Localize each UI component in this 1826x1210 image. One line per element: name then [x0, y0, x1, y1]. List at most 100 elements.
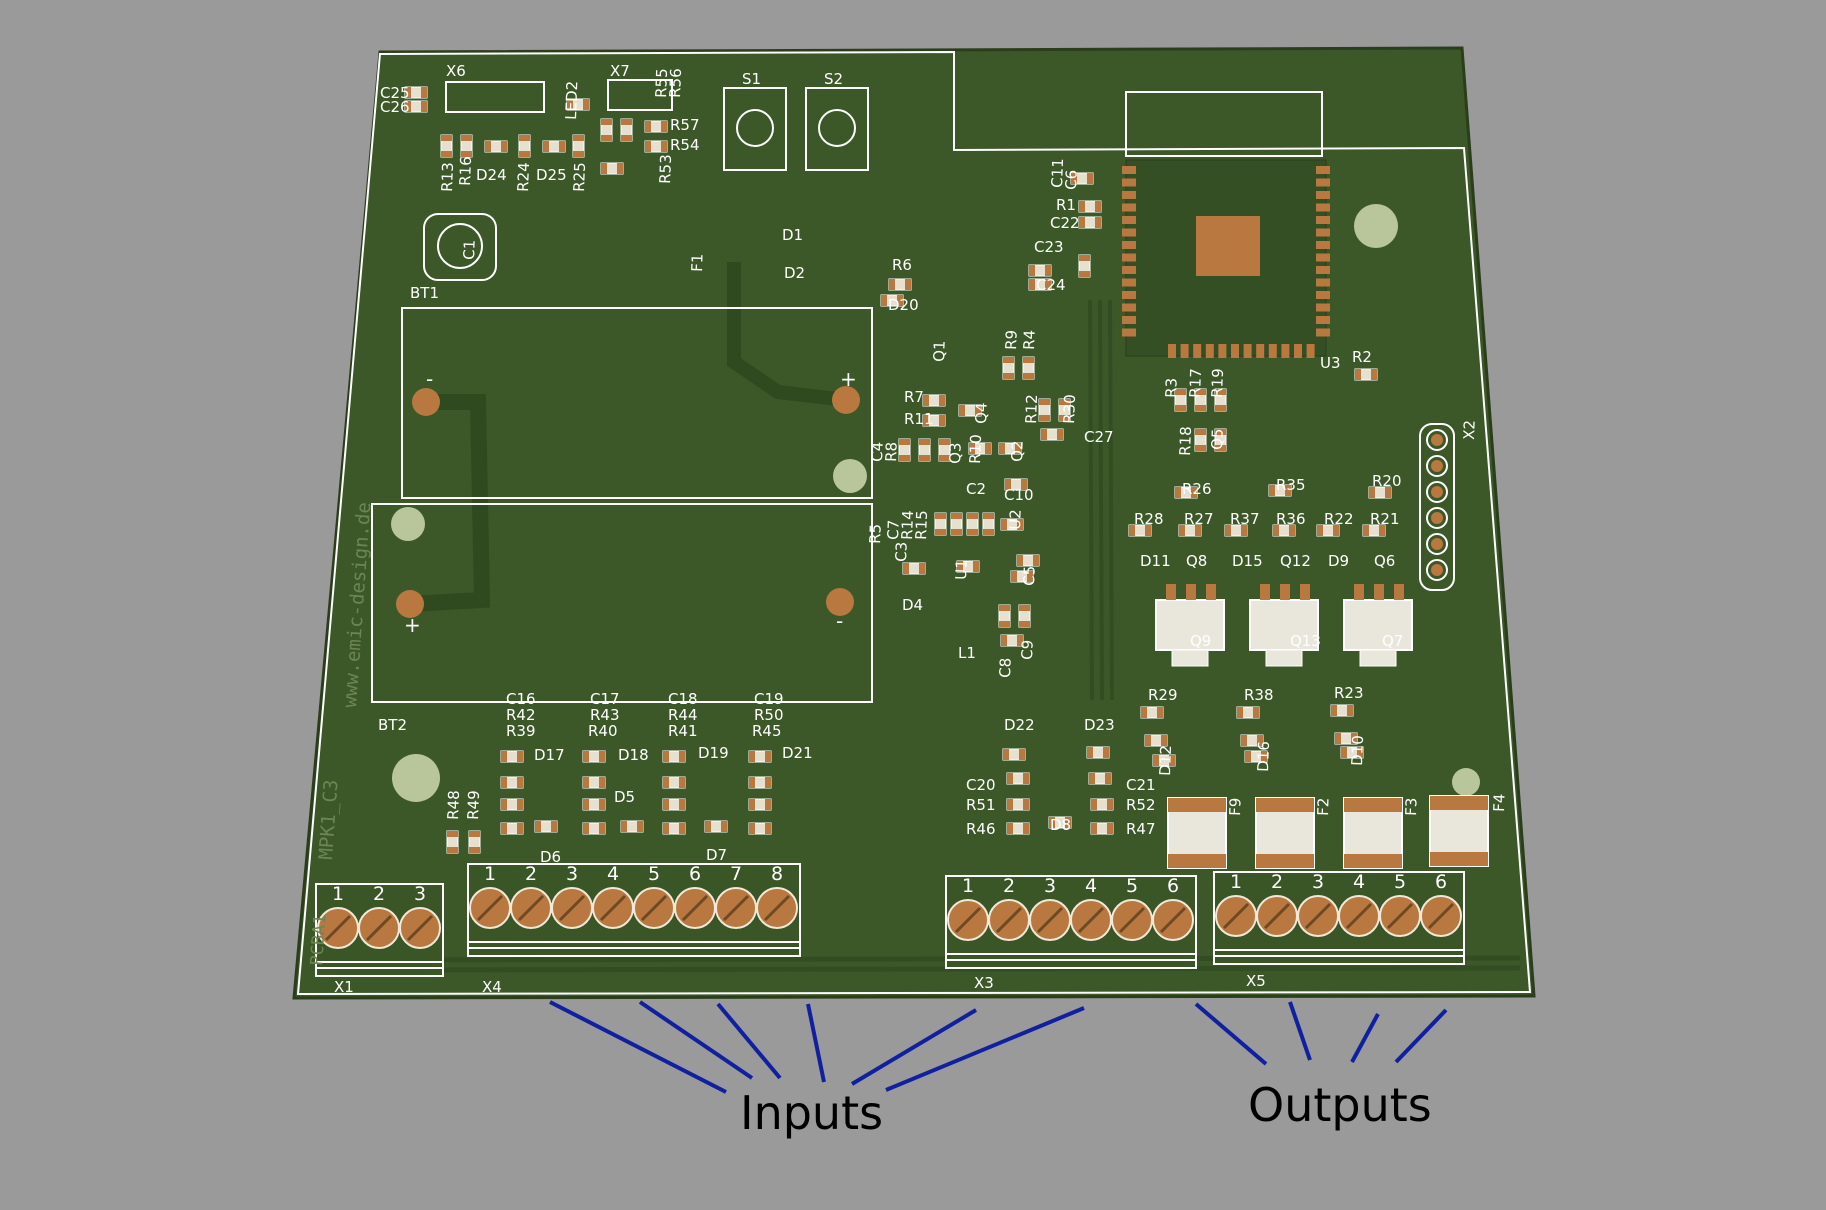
component-label: X7 — [610, 62, 630, 80]
mounting-hole — [392, 754, 440, 802]
battery-polarity-mark: + — [840, 367, 857, 391]
component-label: D20 — [888, 296, 919, 314]
smd-component — [922, 394, 946, 407]
component-label: C2 — [966, 480, 986, 498]
component-label: Q9 — [1190, 632, 1211, 650]
fuse — [1343, 797, 1403, 869]
antenna-keepout — [1125, 91, 1323, 157]
component-label: R53 — [656, 154, 675, 184]
smd-component — [1368, 486, 1392, 499]
smd-component — [1000, 518, 1024, 531]
component-label: R13 — [438, 162, 457, 192]
smd-component — [566, 98, 590, 111]
component-label: R9 — [1002, 330, 1021, 351]
component-label: R45 — [752, 722, 782, 740]
component-label: R20 — [1372, 472, 1402, 490]
outputs-callout-lines — [1194, 1001, 1448, 1066]
smd-component — [880, 294, 904, 307]
smd-component — [1018, 604, 1031, 628]
mosfet — [1155, 584, 1225, 667]
smd-component — [968, 442, 992, 455]
component-label: C5 — [1020, 565, 1039, 586]
component-label: R36 — [1276, 510, 1306, 528]
component-label: R54 — [670, 136, 700, 154]
component-label: R19 — [1208, 368, 1227, 398]
component-label: D2 — [784, 264, 805, 282]
smd-component — [404, 100, 428, 113]
component-label: R21 — [1370, 510, 1400, 528]
mosfet — [1343, 584, 1413, 667]
component-label: R15 — [912, 510, 931, 540]
smd-component — [500, 776, 524, 789]
component-label: C18 — [668, 690, 698, 708]
smd-component — [1038, 398, 1051, 422]
component-label: R27 — [1184, 510, 1214, 528]
terminal-pin-number: 3 — [1312, 871, 1324, 893]
component-label: R22 — [1324, 510, 1354, 528]
component-label: R23 — [1334, 684, 1364, 702]
component-label: S2 — [824, 70, 843, 88]
terminal-pin-number: 2 — [373, 883, 385, 905]
board-outline-silk — [296, 50, 1532, 996]
smd-component — [1090, 798, 1114, 811]
component-label: R51 — [966, 796, 996, 814]
component-label: R49 — [464, 790, 483, 820]
component-label: D25 — [536, 166, 567, 184]
component-label: C4 — [868, 441, 887, 462]
smd-component — [1022, 356, 1035, 380]
component-label: U2 — [1006, 509, 1025, 530]
smd-component — [1078, 216, 1102, 229]
smd-component — [582, 822, 606, 835]
terminal-pin-number: 5 — [1394, 871, 1406, 893]
smd-component — [748, 750, 772, 763]
mosfet — [1249, 584, 1319, 667]
component-label: C9 — [1018, 639, 1037, 660]
component-label: C23 — [1034, 238, 1064, 256]
terminal-pin-number: 4 — [1085, 875, 1097, 897]
smd-component — [1048, 816, 1072, 829]
component-label: R47 — [1126, 820, 1156, 838]
component-label: C20 — [966, 776, 996, 794]
smd-component — [644, 120, 668, 133]
component-label: LED2 — [562, 81, 581, 121]
smd-component — [1330, 704, 1354, 717]
component-label: R6 — [892, 256, 912, 274]
component-label: D1 — [782, 226, 803, 244]
component-label: R1 — [1056, 196, 1076, 214]
component-label: R2 — [1352, 348, 1372, 366]
trace — [409, 394, 491, 612]
terminal-pin-number: 3 — [414, 883, 426, 905]
component-label: BT2 — [378, 716, 407, 734]
smd-component — [1010, 570, 1034, 583]
inputs-callout-lines — [549, 1000, 1085, 1094]
component-label: R18 — [1176, 426, 1195, 456]
component-label: R7 — [904, 388, 924, 406]
component-label: C25 — [380, 84, 410, 102]
smd-component — [1214, 388, 1227, 412]
smd-component — [956, 560, 980, 573]
component-label: Q3 — [946, 442, 965, 464]
smd-component — [950, 512, 963, 536]
smd-component — [582, 750, 606, 763]
smd-component — [1340, 746, 1364, 759]
terminal-pin-number: 2 — [1271, 871, 1283, 893]
terminal-pin-number: 1 — [962, 875, 974, 897]
header-x6 — [445, 81, 545, 113]
battery-holder-bt2-body — [371, 503, 873, 703]
terminal-pin-number: 2 — [525, 863, 537, 885]
smd-component — [1070, 172, 1094, 185]
smd-component — [1194, 388, 1207, 412]
component-label: R56 — [666, 68, 685, 98]
component-label: Q8 — [1186, 552, 1207, 570]
fuse — [1255, 797, 1315, 869]
component-label: Q5 — [1208, 428, 1227, 450]
component-label: Q12 — [1280, 552, 1311, 570]
smd-component — [542, 140, 566, 153]
smd-component — [982, 512, 995, 536]
component-label: L1 — [958, 644, 976, 662]
terminal-pin-number: 3 — [1044, 875, 1056, 897]
smd-component — [1354, 368, 1378, 381]
module-u3-ground-pad — [1196, 216, 1260, 276]
terminal-pin-number: 5 — [1126, 875, 1138, 897]
smd-component — [958, 404, 982, 417]
